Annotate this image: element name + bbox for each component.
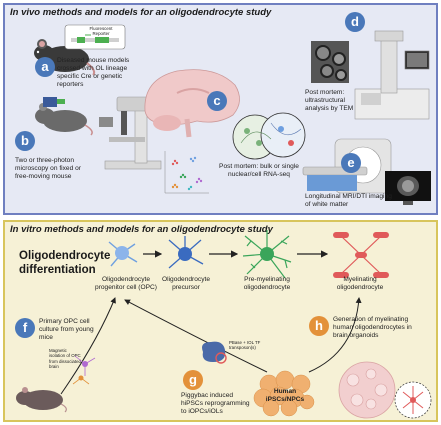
stage-label-premyelinating: Pre-myelinating oligodendrocyte [243, 276, 291, 292]
in-vivo-panel: In vivo methods and models for an oligod… [3, 3, 438, 215]
umap-plot [164, 151, 209, 194]
badge-a: a [35, 57, 55, 77]
organoid-zoom-circle [394, 381, 432, 419]
label-b: Two or three-photon microscopy on fixed … [15, 157, 81, 181]
young-mouse [16, 387, 67, 413]
tem-micrograph [311, 41, 349, 83]
two-photon-microscope [99, 96, 162, 170]
human-ipsc-label: Human iPSCs/NPCs [265, 388, 305, 404]
mouse-with-implant [35, 97, 93, 136]
myelinating-cell [333, 232, 389, 278]
method-arrows [60, 297, 362, 395]
precursor-cell [168, 236, 204, 269]
brain-organoid [338, 361, 396, 419]
badge-e: e [341, 153, 361, 173]
label-d: Post mortem: ultrastructural analysis by… [305, 89, 354, 113]
in-vivo-title: In vivo methods and models for an oligod… [10, 7, 272, 18]
label-h: Generation of myelinating human oligoden… [333, 316, 412, 340]
label-g: Piggybac induced hiPSCs reprogramming to… [181, 392, 250, 416]
stage-label-opc: Oligodendrocyte progenitor cell (OPC) [95, 276, 157, 292]
stage-arrows [143, 250, 329, 258]
opc-cell [108, 241, 138, 267]
magnetic-isolation-label: Magnetic isolation of OPC from dissociat… [49, 348, 81, 369]
stage-label-precursor: Oligodendrocyte precursor [161, 276, 211, 292]
dna-construct-icon [64, 24, 126, 50]
stage-label-myelinating: Myelinating oligodendrocyte [336, 276, 384, 292]
opc-culture-cells [72, 355, 96, 385]
tem-instrument [354, 30, 430, 120]
reporter-label: Fluorescent Reporter [89, 26, 113, 37]
badge-g: g [183, 370, 203, 390]
pbase-label: PBase + IOL TF transposon(s) [229, 340, 261, 351]
badge-c: c [207, 91, 227, 111]
label-a: Diseased mouse models crossed with OL li… [57, 57, 130, 89]
sagittal-brain [144, 69, 240, 138]
tissue-zoom-circles [232, 112, 306, 160]
ipsc-cluster [253, 370, 315, 417]
label-c: Post mortem: bulk or single nuclear/cell… [219, 163, 299, 179]
badge-h: h [309, 316, 329, 336]
mri-monitor [385, 171, 431, 205]
transposon-icon [202, 341, 227, 364]
premyelinating-cell [242, 230, 292, 279]
badge-d: d [345, 12, 365, 32]
badge-f: f [15, 318, 35, 338]
label-f: Primary OPC cell culture from young mice [39, 318, 94, 342]
label-e: Longitudinal MRI/DTI imaging of white ma… [305, 193, 392, 209]
differentiation-heading: Oligodendrocyte differentiation [19, 250, 111, 276]
badge-b: b [15, 131, 35, 151]
in-vitro-panel: In vitro methods and models for an oligo… [3, 220, 438, 422]
in-vitro-title: In vitro methods and models for an oligo… [10, 224, 273, 235]
